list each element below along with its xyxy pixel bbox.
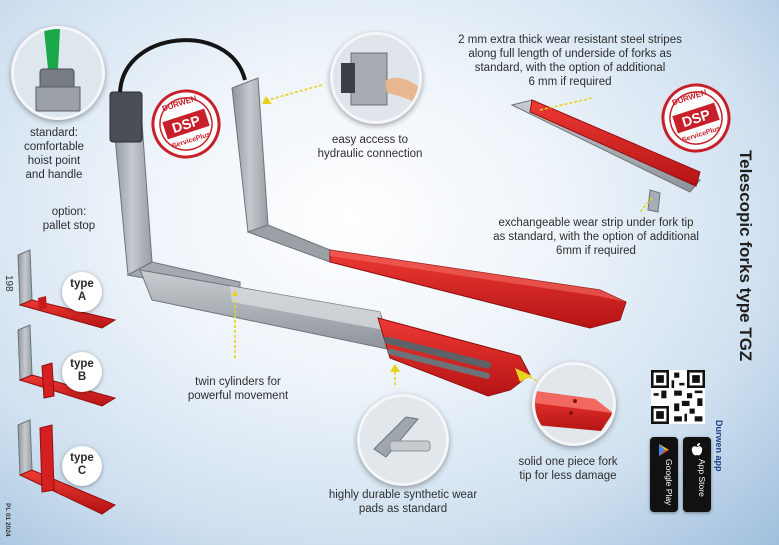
- wear-strip-part: [647, 189, 661, 213]
- type-b-badge: type B: [62, 352, 102, 392]
- caption-line: along full length of underside of forks …: [468, 48, 672, 60]
- caption-wear-strip: exchangeable wear strip under fork tip a…: [478, 216, 714, 258]
- caption-line: 6mm if required: [556, 245, 636, 257]
- type-word: type: [70, 278, 94, 290]
- caption-line: 6 mm if required: [528, 76, 612, 88]
- rear-fork: [231, 77, 627, 329]
- caption-line: hydraulic connection: [317, 148, 423, 160]
- caption-line: as standard, with the option of addition…: [493, 231, 699, 243]
- dsp-seal-right: [661, 83, 731, 153]
- caption-line: solid one piece fork: [518, 456, 618, 468]
- caption-line: standard, with the option of additional: [474, 62, 666, 74]
- cylinder-rod: [383, 336, 492, 369]
- pallet-stop-type-c: [17, 419, 117, 515]
- caption-hoist: standard: comfortable hoist point and ha…: [6, 126, 102, 182]
- doc-code: PL 01 2024: [4, 503, 11, 537]
- caption-hydraulic: easy access to hydraulic connection: [300, 133, 440, 161]
- caption-wear-pads: highly durable synthetic wear pads as st…: [318, 488, 488, 516]
- pallet-stop-type-a: [17, 249, 117, 329]
- type-a-badge: type A: [62, 272, 102, 312]
- google-play-button[interactable]: Google Play: [650, 437, 678, 512]
- wear-pads-circle: [357, 394, 449, 486]
- type-c-badge: type C: [62, 446, 102, 486]
- caption-line: tip for less damage: [519, 470, 617, 482]
- type-letter: C: [77, 465, 87, 477]
- type-word: type: [70, 452, 94, 464]
- hydraulic-detail-circle: [330, 32, 422, 124]
- caption-line: pads as standard: [358, 503, 448, 515]
- caption-line: easy access to: [331, 134, 409, 146]
- caption-line: powerful movement: [187, 390, 289, 402]
- type-letter: B: [77, 371, 87, 383]
- caption-line: option:: [51, 206, 87, 218]
- google-play-label: Google Play: [664, 459, 674, 506]
- steel-stripe-fork: [510, 99, 701, 213]
- fork-tip-circle: [532, 362, 616, 446]
- app-label: Durwen app: [714, 420, 724, 472]
- hydraulic-hose: [118, 38, 247, 96]
- qr-code[interactable]: [651, 370, 705, 424]
- apple-icon: [691, 443, 703, 456]
- dsp-seal-left: [151, 89, 221, 159]
- caption-line: exchangeable wear strip under fork tip: [498, 217, 694, 229]
- caption-line: standard:: [30, 127, 78, 139]
- hoist-bracket: [109, 91, 143, 143]
- front-fork: [109, 91, 532, 397]
- page-number: 198: [3, 275, 14, 292]
- pallet-stop-type-b: [17, 324, 117, 407]
- caption-steel-stripes: 2 mm extra thick wear resistant steel st…: [440, 33, 700, 89]
- type-letter: A: [77, 291, 87, 303]
- caption-fork-tip: solid one piece fork tip for less damage: [506, 455, 630, 483]
- caption-line: 2 mm extra thick wear resistant steel st…: [458, 34, 682, 46]
- caption-line: hoist point: [27, 155, 81, 167]
- caption-line: and handle: [25, 169, 83, 181]
- caption-line: highly durable synthetic wear: [328, 489, 478, 501]
- caption-line: pallet stop: [42, 220, 96, 232]
- hoist-detail-circle: [11, 26, 105, 120]
- callout-leaders: [234, 84, 653, 385]
- caption-line: comfortable: [23, 141, 85, 153]
- google-play-icon: [659, 444, 669, 456]
- type-word: type: [70, 358, 94, 370]
- caption-line: twin cylinders for: [195, 376, 281, 388]
- caption-pallet-stop: option: pallet stop: [30, 205, 108, 233]
- app-store-label: App Store: [697, 459, 707, 497]
- page-title: Telescopic forks type TGZ: [736, 150, 755, 362]
- app-store-button[interactable]: App Store: [683, 437, 711, 512]
- caption-cylinders: twin cylinders for powerful movement: [170, 375, 306, 403]
